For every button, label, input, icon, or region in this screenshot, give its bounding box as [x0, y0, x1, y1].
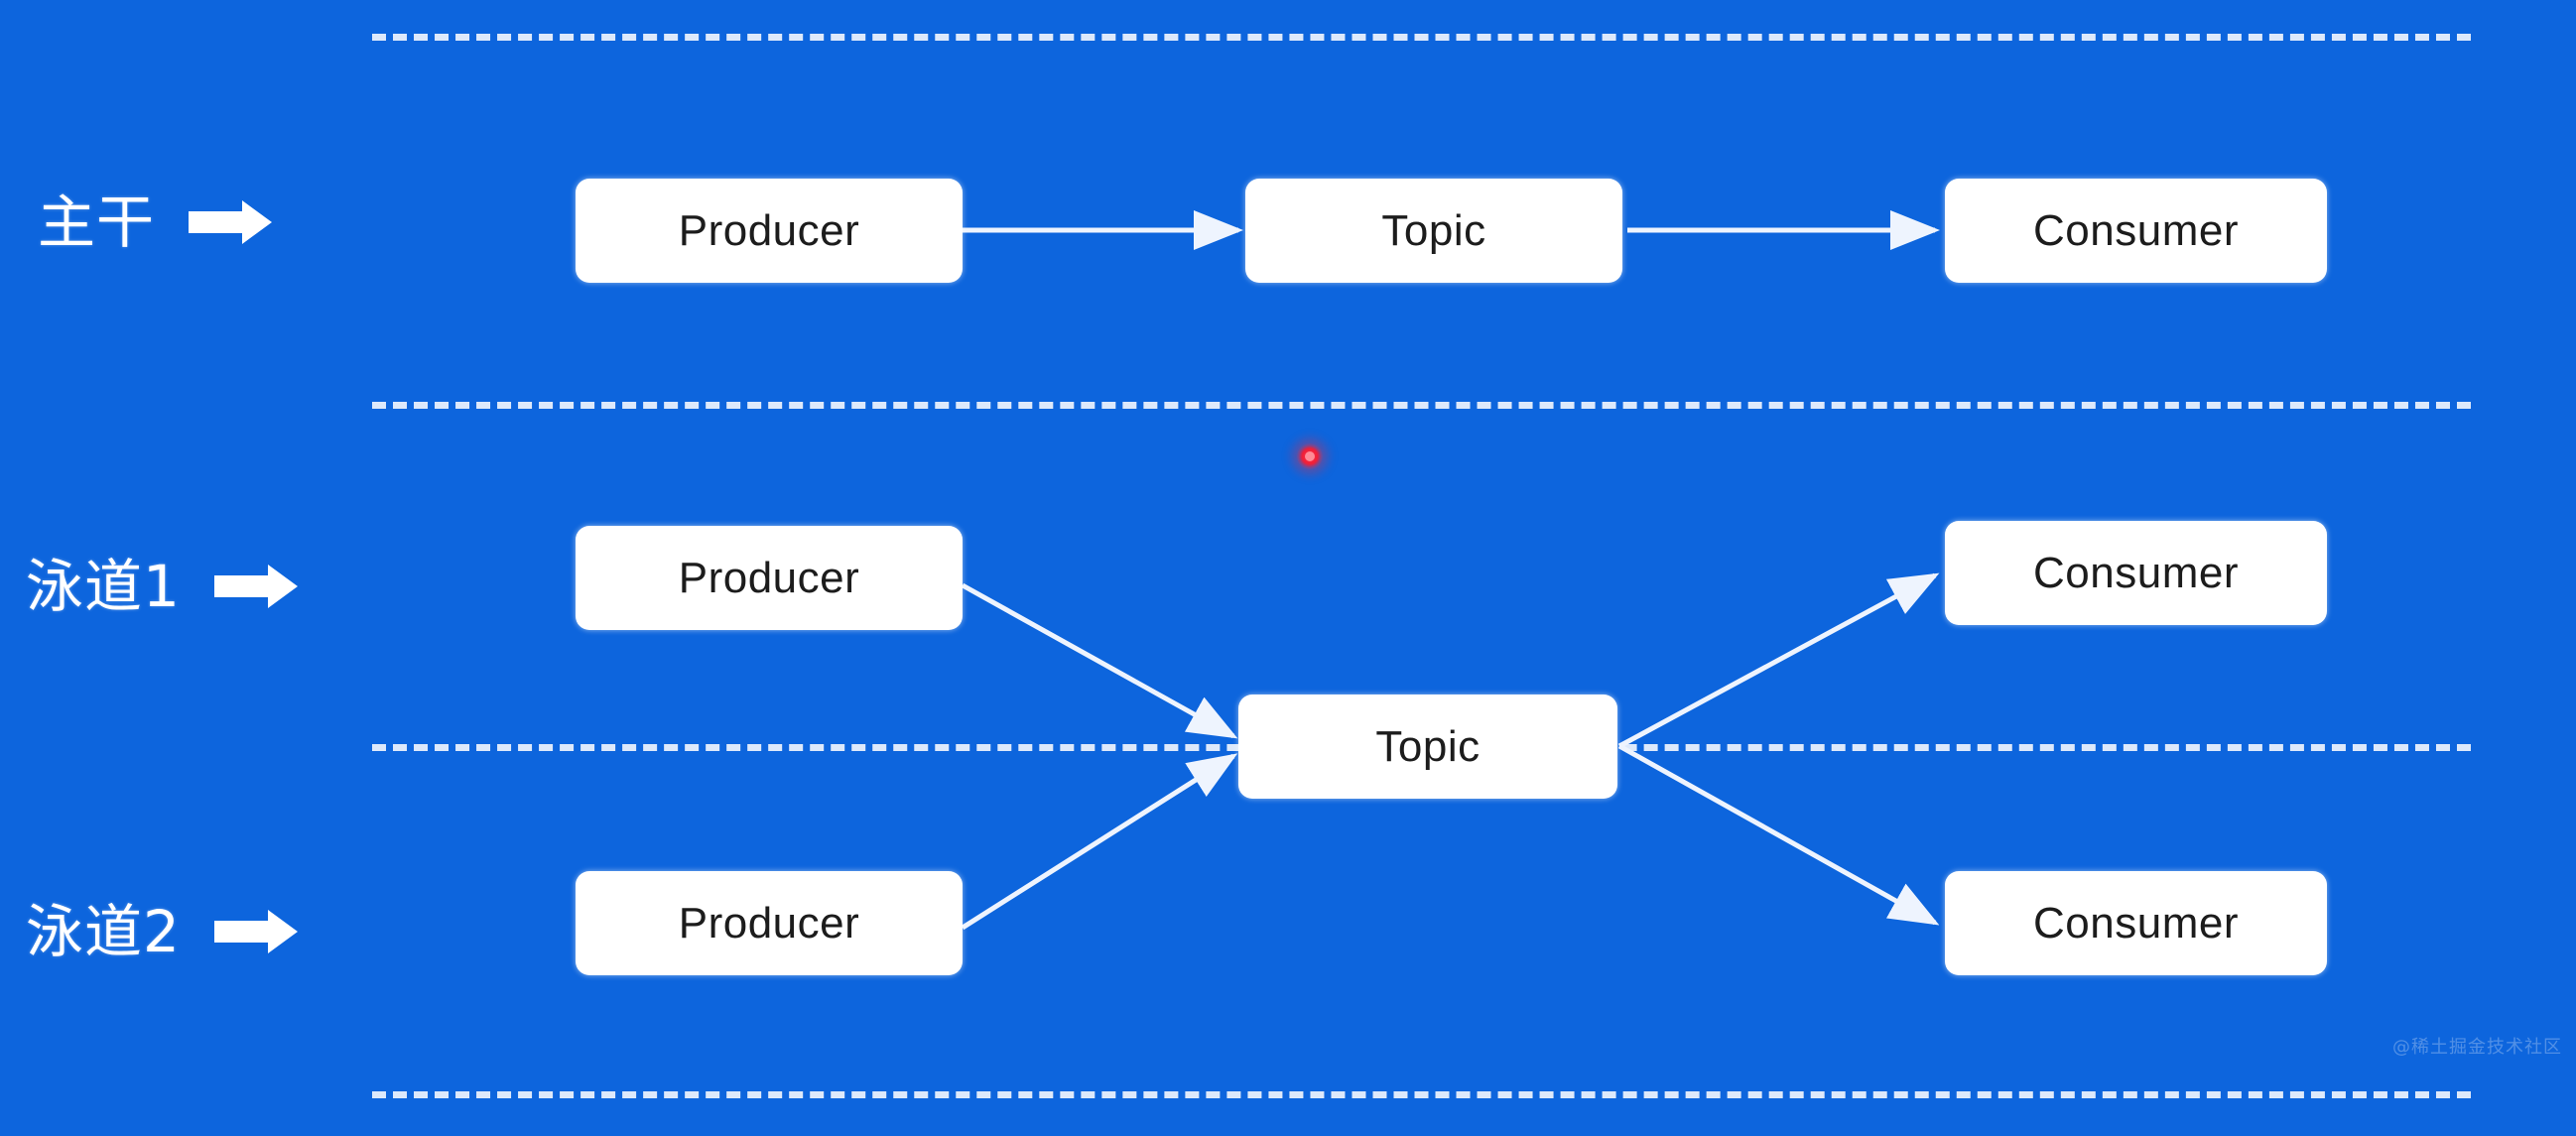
node-lane2-consumer[interactable]: Consumer [1945, 871, 2327, 975]
lane-label-trunk: 主干 [38, 189, 273, 256]
watermark: @稀土掘金技术社区 [2392, 1037, 2562, 1058]
lane-label-swimlane2-text: 泳道2 [26, 898, 181, 965]
node-label: Producer [678, 898, 860, 947]
node-label: Producer [678, 205, 860, 255]
node-shared-topic[interactable]: Topic [1238, 694, 1617, 799]
edge-topic-to-lane1-consumer [1617, 572, 1940, 749]
separator-trunk [372, 402, 2471, 409]
separator-top [372, 34, 2471, 41]
node-trunk-producer[interactable]: Producer [576, 179, 963, 283]
right-block-arrow-icon [213, 910, 298, 953]
node-trunk-consumer[interactable]: Consumer [1945, 179, 2327, 283]
node-lane2-producer[interactable]: Producer [576, 871, 963, 975]
edge-lane1-producer-to-topic [961, 582, 1238, 739]
lane-label-swimlane1-text: 泳道1 [26, 553, 181, 620]
right-block-arrow-icon [189, 200, 273, 244]
node-label: Producer [678, 553, 860, 602]
node-lane1-consumer[interactable]: Consumer [1945, 521, 2327, 625]
node-label: Consumer [2033, 548, 2239, 597]
node-label: Consumer [2033, 205, 2239, 255]
node-trunk-topic[interactable]: Topic [1245, 179, 1622, 283]
lane-label-trunk-text: 主干 [38, 189, 156, 256]
node-label: Topic [1381, 205, 1486, 255]
lane-label-swimlane2: 泳道2 [26, 903, 298, 960]
node-label: Consumer [2033, 898, 2239, 947]
edge-topic-to-lane2-consumer [1617, 743, 1940, 926]
cursor-dot-icon [1297, 443, 1323, 469]
node-label: Topic [1375, 721, 1481, 771]
node-lane1-producer[interactable]: Producer [576, 526, 963, 630]
separator-bottom [372, 1091, 2471, 1098]
edge-lane2-producer-to-topic [961, 753, 1238, 931]
right-block-arrow-icon [213, 565, 298, 608]
lane-label-swimlane1: 泳道1 [26, 558, 298, 615]
